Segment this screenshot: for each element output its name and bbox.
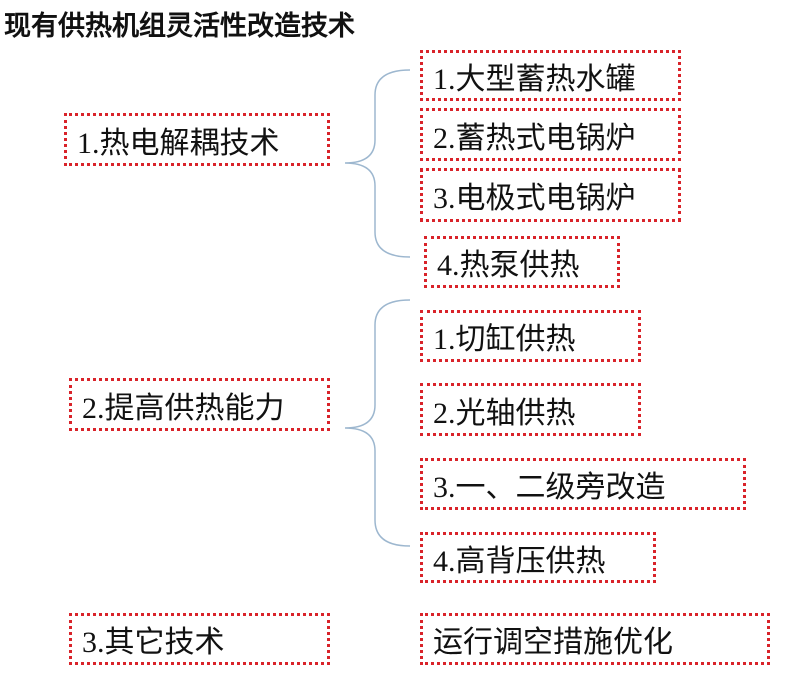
item-box: 1.切缸供热 xyxy=(420,310,641,362)
category-box-other-technologies: 3.其它技术 xyxy=(69,613,330,665)
category-box-thermoelectric-decoupling: 1.热电解耦技术 xyxy=(64,113,330,166)
item-box: 3.电极式电锅炉 xyxy=(420,168,681,222)
item-box: 4.高背压供热 xyxy=(420,532,656,583)
diagram-title: 现有供热机组灵活性改造技术 xyxy=(4,11,355,41)
item-box: 1.大型蓄热水罐 xyxy=(420,50,681,101)
item-box: 3.一、二级旁改造 xyxy=(420,458,746,510)
category-box-improve-heating-capacity: 2.提高供热能力 xyxy=(69,378,330,431)
item-box: 2.光轴供热 xyxy=(420,383,641,436)
item-box: 2.蓄热式电锅炉 xyxy=(420,108,681,161)
brace-group-2 xyxy=(344,299,411,547)
item-box: 4.热泵供热 xyxy=(424,236,620,288)
brace-group-1 xyxy=(344,69,411,258)
item-box: 运行调空措施优化 xyxy=(420,613,770,665)
